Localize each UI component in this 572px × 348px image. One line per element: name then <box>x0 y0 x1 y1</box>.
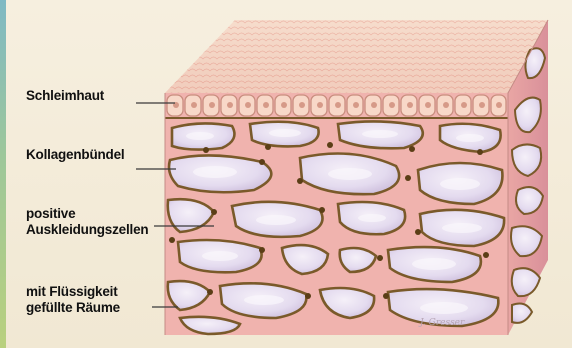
label-schleimhaut: Schleimhaut <box>26 88 104 104</box>
label-kollagenbuendel-text: Kollagenbündel <box>26 147 124 163</box>
artist-signature: J. Gresser <box>420 318 464 328</box>
label-positive-line2: Auskleidungszellen <box>26 222 148 238</box>
label-positive-line1: positive <box>26 206 148 222</box>
label-auskleidungszellen: positive Auskleidungszellen <box>26 206 148 238</box>
label-raeume: mit Flüssigkeit gefüllte Räume <box>26 284 120 316</box>
label-raeume-line1: mit Flüssigkeit <box>26 284 120 300</box>
label-kollagenbuendel: Kollagenbündel <box>26 147 124 163</box>
label-raeume-line2: gefüllte Räume <box>26 300 120 316</box>
label-schleimhaut-text: Schleimhaut <box>26 88 104 104</box>
